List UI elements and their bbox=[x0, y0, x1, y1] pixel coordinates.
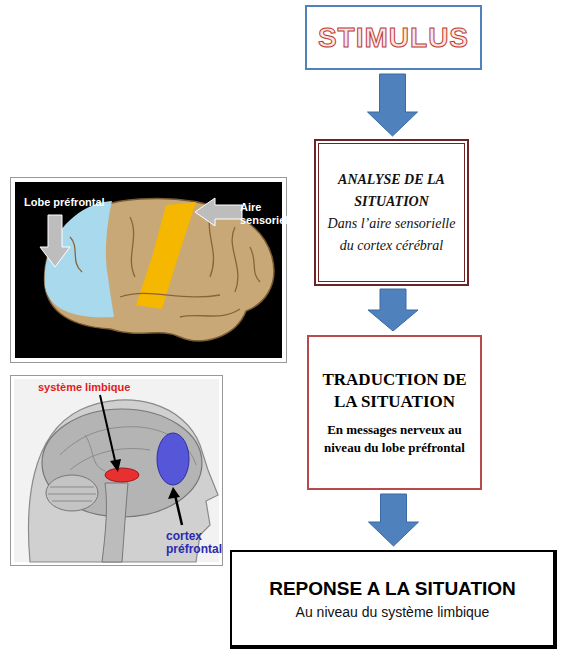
box-heading: TRADUCTION DE LA SITUATION bbox=[319, 369, 470, 413]
process-box: ANALYSE DE LA SITUATIONDans l’aire senso… bbox=[315, 140, 468, 285]
stimulus-box: STIMULUS bbox=[305, 5, 482, 70]
block-arrow bbox=[368, 74, 418, 136]
illustration-label: Lobe préfrontal bbox=[24, 196, 114, 209]
box-body: En messages nerveux au niveau du lobe pr… bbox=[319, 421, 470, 457]
box-heading: REPONSE A LA SITUATION bbox=[269, 576, 516, 602]
block-arrow bbox=[369, 494, 419, 546]
process-box: TRADUCTION DE LA SITUATION En messages ne… bbox=[307, 335, 482, 490]
box-body: Au niveau du système limbique bbox=[296, 602, 490, 622]
box-body: Dans l’aire sensorielle du cortex cérébr… bbox=[327, 213, 456, 257]
box-heading: ANALYSE DE LA SITUATION bbox=[327, 169, 456, 213]
block-arrow bbox=[368, 289, 418, 331]
box-heading: STIMULUS bbox=[318, 22, 469, 54]
result-box: REPONSE A LA SITUATIONAu niveau du systè… bbox=[230, 550, 555, 647]
illustration-label: cortex préfrontal bbox=[166, 530, 226, 556]
illustration-label: Aire sensorielle bbox=[240, 201, 292, 227]
illustration-label: système limbique bbox=[38, 381, 148, 394]
